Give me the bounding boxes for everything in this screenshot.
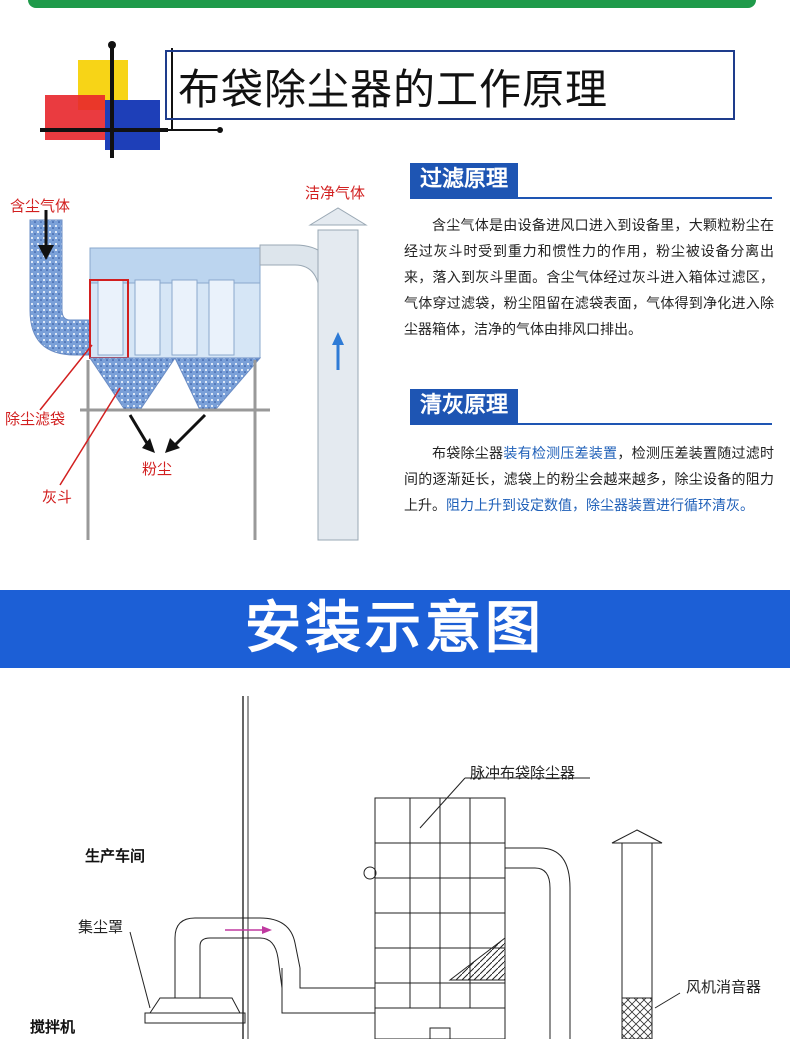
label-workshop: 生产车间 [85, 847, 146, 865]
label-inlet: 含尘气体 [10, 197, 71, 215]
decorative-logo [40, 41, 168, 158]
inlet-pipe [29, 219, 96, 356]
logo-blue-square [105, 100, 160, 150]
top-green-bar [28, 0, 756, 8]
housing-top [89, 247, 261, 284]
cleaning-text-c: ，检测压差装置随过滤时间的逐渐延长，滤袋上的粉尘会越来越多，除尘设备的阻力上升。 [404, 446, 775, 514]
cleaning-text: 布袋除尘器装有检测压差装置，检测压差装置随过滤时间的逐渐延长，滤袋上的粉尘会越来… [404, 441, 774, 519]
page-title: 布袋除尘器的工作原理 [178, 65, 609, 114]
cleaning-text-d: 阻力上升到设定数值，除尘器装置进行循环清灰。 [446, 498, 754, 514]
label-hopper: 灰斗 [42, 488, 73, 506]
baghouse-diagram [29, 207, 368, 541]
filter-bags [97, 279, 235, 356]
title-decor-dots [164, 48, 223, 133]
logo-red-square [45, 95, 105, 140]
stack-cap [308, 207, 368, 226]
cleaning-text-a: 布袋除尘器 [432, 446, 504, 462]
label-mixer: 搅拌机 [30, 1018, 76, 1036]
hatched-section [448, 936, 506, 981]
cleaning-text-b: 装有检测压差装置 [503, 446, 618, 462]
cleaning-underline [410, 423, 772, 425]
silencer [621, 997, 653, 1039]
install-banner [0, 590, 790, 668]
label-fan: 风机消音器 [686, 978, 762, 996]
hopper-left [89, 357, 176, 411]
label-outlet: 洁净气体 [305, 184, 366, 202]
duct-to-collector [281, 968, 375, 1014]
stack [317, 229, 359, 541]
title-box [165, 50, 735, 120]
dust-hood [149, 997, 241, 1014]
label-hood: 集尘罩 [78, 918, 124, 936]
label-bag: 除尘滤袋 [5, 410, 66, 428]
hopper-right [174, 357, 262, 411]
label-dust: 粉尘 [142, 460, 173, 478]
install-banner-title: 安装示意图 [245, 596, 545, 661]
filter-heading: 过滤原理 [410, 163, 519, 197]
filter-text: 含尘气体是由设备进风口进入到设备里，大颗粒粉尘在经过灰斗时受到重力和惯性力的作用… [404, 218, 774, 338]
install-diagram [129, 696, 681, 1039]
logo-dot [108, 41, 116, 49]
cleaning-heading: 清灰原理 [410, 389, 519, 423]
collector-outlet [505, 847, 571, 1039]
duct-up [174, 917, 301, 998]
label-collector: 脉冲布袋除尘器 [470, 764, 576, 782]
filter-underline [410, 197, 772, 199]
